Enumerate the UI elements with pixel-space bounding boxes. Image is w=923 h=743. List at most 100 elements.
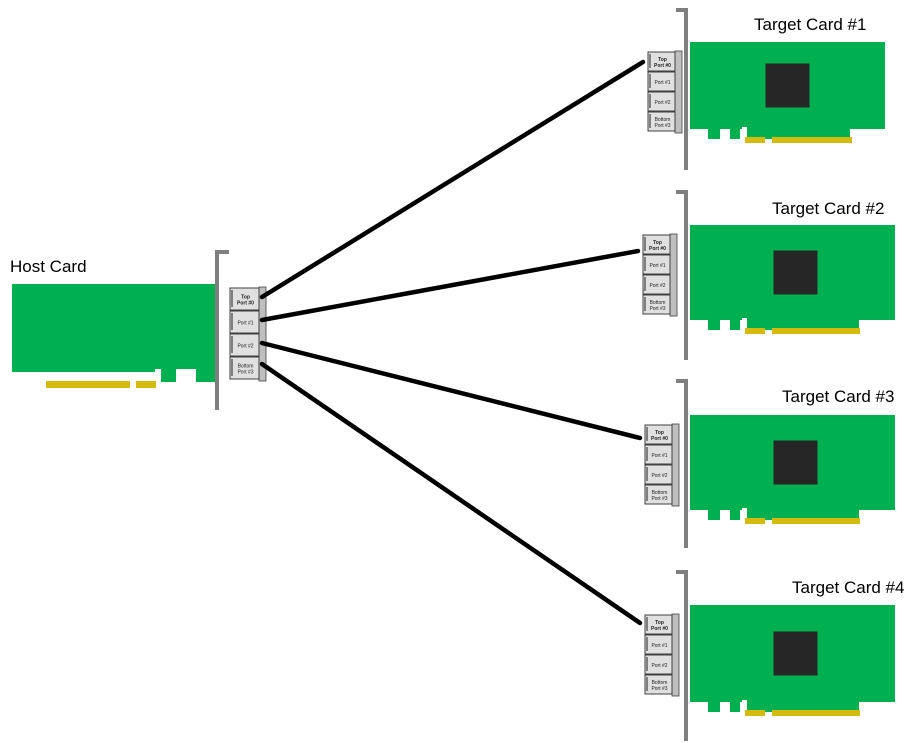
- port-latch: [231, 359, 233, 376]
- target-pcb-tab: [730, 127, 740, 139]
- port-label-line1: Top: [655, 620, 664, 626]
- port-latch: [646, 617, 648, 631]
- port-latch: [646, 657, 648, 671]
- port-housing: [647, 91, 676, 112]
- port-latch: [644, 237, 646, 251]
- port-connector[interactable]: Port #2: [644, 464, 673, 485]
- port-label-line1: Top: [241, 295, 250, 301]
- port-housing: [642, 254, 671, 275]
- host-pcb-notch: [155, 369, 161, 383]
- port-connector[interactable]: Port #1: [644, 634, 673, 655]
- target-pcb-tab: [730, 318, 740, 330]
- port-label-line2: Port #3: [651, 686, 667, 692]
- port-latch: [646, 447, 648, 461]
- cable-port0-to-target1: [259, 59, 646, 300]
- port-housing: [642, 294, 671, 315]
- port-housing: [644, 674, 673, 695]
- target-pcb-notch: [742, 318, 747, 330]
- target-pcb-tab: [708, 318, 720, 330]
- port-housing: [644, 444, 673, 465]
- host-card-label: Host Card: [10, 257, 87, 276]
- port-latch: [646, 677, 648, 691]
- port-latch: [231, 336, 233, 353]
- port-housing: [647, 71, 676, 92]
- port-connector[interactable]: Port #2: [644, 654, 673, 675]
- target-gold-fingers: [745, 137, 765, 143]
- host-pcb-board: [12, 284, 216, 372]
- port-label-line2: Port #0: [651, 626, 668, 632]
- port-connector[interactable]: Port #2: [229, 333, 260, 357]
- port-latch: [649, 94, 651, 108]
- target-pcb-tab: [708, 508, 720, 520]
- target-pcb-tab: [708, 700, 720, 712]
- port-latch: [646, 637, 648, 651]
- port-label-line1: Bottom: [238, 364, 254, 370]
- port-connector[interactable]: Port #1: [644, 444, 673, 465]
- port-connector[interactable]: Port #1: [647, 71, 676, 92]
- port-label: Port #2: [654, 100, 670, 106]
- port-cage: [674, 50, 683, 134]
- port-label: Port #1: [654, 80, 670, 86]
- cable-port2-to-target3: [259, 340, 643, 441]
- target-card-label: Target Card #4: [792, 578, 904, 597]
- port-housing: [229, 356, 260, 380]
- port-label-line2: Port #3: [651, 496, 667, 502]
- port-housing: [644, 464, 673, 485]
- port-housing: [647, 51, 676, 72]
- target-card-label: Target Card #1: [754, 15, 866, 34]
- port-connector[interactable]: Port #2: [642, 274, 671, 295]
- target-gold-fingers: [772, 518, 860, 524]
- port-label: Port #1: [651, 453, 667, 459]
- port-connector[interactable]: Port #1: [229, 310, 260, 334]
- port-label: Port #1: [651, 643, 667, 649]
- port-housing: [229, 333, 260, 357]
- port-housing: [644, 634, 673, 655]
- cable-port1-to-target2: [259, 248, 641, 323]
- port-housing: [642, 234, 671, 255]
- port-label-line2: Port #3: [649, 306, 665, 312]
- port-latch: [644, 297, 646, 311]
- port-label-line2: Port #0: [237, 301, 254, 307]
- target-bracket: [676, 570, 688, 741]
- port-latch: [649, 114, 651, 128]
- port-latch: [644, 277, 646, 291]
- target-pcb-edge: [745, 508, 859, 520]
- target-pcb-edge: [745, 318, 859, 330]
- target-chip: [773, 440, 818, 485]
- port-connector[interactable]: Port #2: [647, 91, 676, 112]
- target-bracket: [676, 8, 688, 170]
- port-cage: [671, 613, 680, 697]
- target-pcb-notch: [742, 127, 747, 139]
- port-cage: [671, 423, 680, 507]
- target-pcb-edge: [745, 700, 859, 712]
- target-chip: [773, 250, 818, 295]
- port-label: Port #1: [237, 321, 253, 327]
- target-gold-fingers: [745, 710, 765, 716]
- port-label-line1: Top: [658, 57, 667, 63]
- port-connector[interactable]: Port #1: [642, 254, 671, 275]
- port-latch: [231, 290, 233, 307]
- port-label: Port #2: [651, 663, 667, 669]
- port-label: Port #2: [651, 473, 667, 479]
